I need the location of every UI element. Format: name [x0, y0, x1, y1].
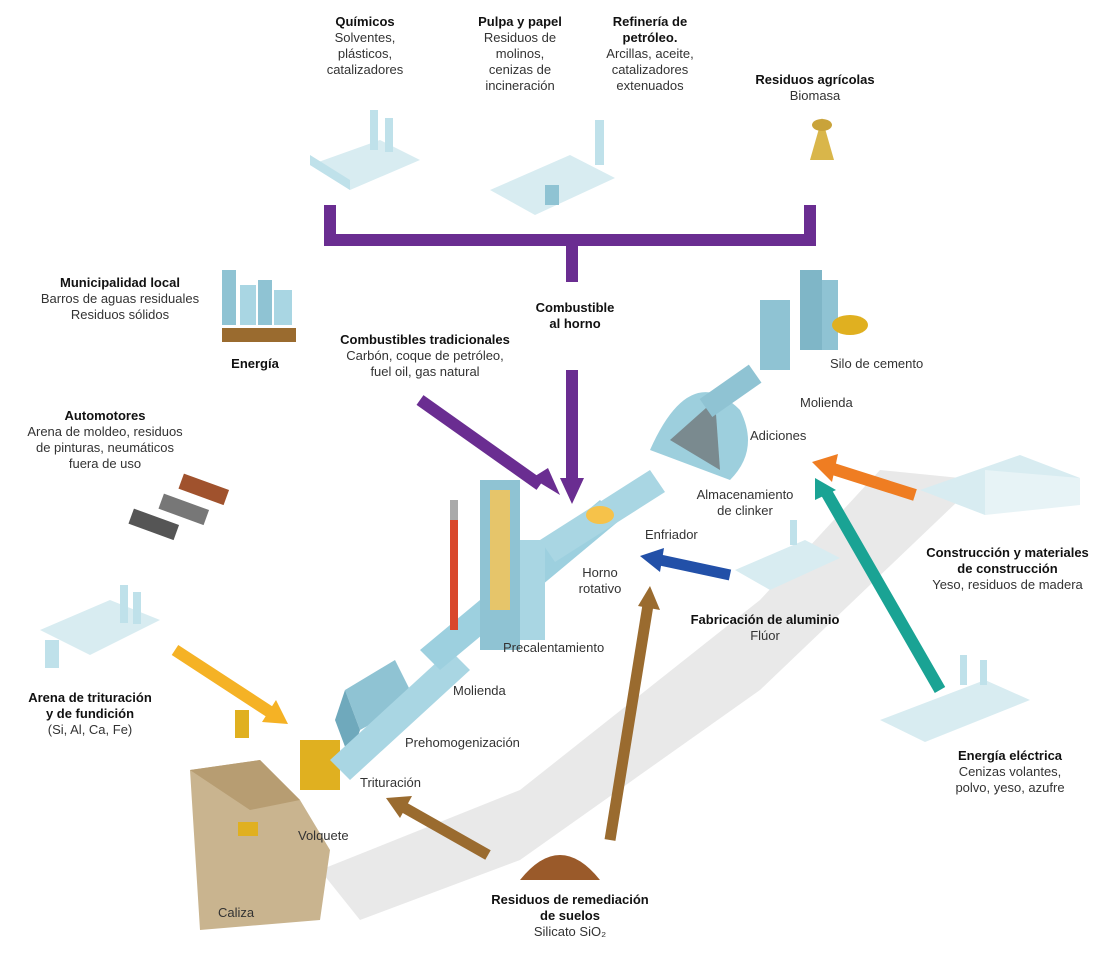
detail-tradicionales-1: Carbón, coque de petróleo,: [346, 348, 504, 363]
title-quimicos: Químicos: [335, 14, 395, 29]
detail-pulpa-1: Residuos de: [483, 30, 557, 45]
factory-construccion-icon: [920, 455, 1080, 515]
title-refineria-1: Refinería de: [612, 14, 688, 29]
step-trituracion: Trituración: [360, 775, 421, 790]
title-electrica: Energía eléctrica: [957, 748, 1063, 763]
arrow-electrica: [815, 478, 946, 693]
label-combustible: Combustible al horno: [520, 300, 630, 332]
detail-quimicos-2: plásticos,: [337, 46, 393, 61]
title-aluminio: Fabricación de aluminio: [690, 612, 840, 627]
step-enfriador: Enfriador: [645, 527, 698, 542]
detail-automotores-3: fuera de uso: [68, 456, 142, 471]
biomass-icon: [810, 118, 834, 160]
step-almacenamiento-2: de clinker: [717, 503, 773, 518]
step-volquete: Volquete: [298, 828, 349, 843]
factory-pulpa-icon: [490, 120, 615, 215]
preheater-tower: [450, 480, 545, 650]
title-energia: Energía: [231, 356, 279, 371]
detail-suelos-1: Silicato SiO₂: [533, 924, 607, 939]
step-prehomogenizacion: Prehomogenización: [405, 735, 520, 750]
detail-aluminio-1: Flúor: [750, 628, 780, 643]
step-molienda: Molienda: [453, 683, 506, 698]
ground-shadow: [320, 470, 980, 920]
factory-quimicos-icon: [310, 110, 420, 190]
detail-agricolas-1: Biomasa: [789, 88, 841, 103]
detail-quimicos-1: Solventes,: [334, 30, 396, 45]
label-construccion: Construcción y materiales de construcció…: [915, 545, 1100, 593]
city-icon: [222, 270, 296, 342]
label-suelos: Residuos de remediación de suelos Silica…: [470, 892, 670, 940]
title-suelos-2: de suelos: [540, 908, 600, 923]
detail-refineria-3: extenuados: [616, 78, 684, 93]
detail-refineria-2: catalizadores: [611, 62, 689, 77]
arrow-aluminio: [640, 548, 732, 581]
label-automotores: Automotores Arena de moldeo, residuos de…: [10, 408, 200, 472]
title-arena-2: y de fundición: [45, 706, 135, 721]
label-electrica: Energía eléctrica Cenizas volantes, polv…: [935, 748, 1085, 796]
title-arena-1: Arena de trituración: [28, 690, 152, 705]
arrow-arena: [171, 644, 288, 724]
factory-electrica-icon: [880, 655, 1030, 742]
label-municipalidad: Municipalidad local Barros de aguas resi…: [20, 275, 220, 323]
title-construccion-2: de construcción: [957, 561, 1058, 576]
quarry-illustration: [190, 710, 330, 930]
cement-mill-silo: [699, 270, 868, 418]
title-suelos-1: Residuos de remediación: [491, 892, 649, 907]
combustible-line-1: Combustible: [535, 300, 615, 315]
title-tradicionales: Combustibles tradicionales: [340, 332, 510, 347]
label-pulpa: Pulpa y papel Residuos de molinos, ceniz…: [460, 14, 580, 94]
label-energia: Energía: [215, 356, 295, 372]
tradicional-arrowhead: [532, 468, 560, 495]
detail-quimicos-3: catalizadores: [326, 62, 404, 77]
combustible-arrowhead: [560, 478, 584, 504]
combustible-line-2: al horno: [549, 316, 601, 331]
arrow-suelos-horno: [604, 586, 660, 841]
detail-tradicionales-2: fuel oil, gas natural: [370, 364, 480, 379]
step-almacenamiento-1: Almacenamiento: [696, 487, 794, 502]
factory-aluminio-icon: [735, 520, 840, 590]
title-refineria-2: petróleo.: [622, 30, 678, 45]
title-municipalidad: Municipalidad local: [60, 275, 180, 290]
arrow-suelos-volquete: [386, 796, 491, 860]
detail-municipalidad-1: Barros de aguas residuales: [40, 291, 200, 306]
label-agricolas: Residuos agrícolas Biomasa: [740, 72, 890, 104]
title-pulpa: Pulpa y papel: [478, 14, 562, 29]
detail-automotores-1: Arena de moldeo, residuos: [27, 424, 183, 439]
factory-arena-icon: [40, 585, 160, 668]
label-refineria: Refinería de petróleo. Arcillas, aceite,…: [585, 14, 715, 94]
rotary-kiln: [540, 470, 665, 562]
step-horno-1: Horno: [582, 565, 618, 580]
detail-construccion-1: Yeso, residuos de madera: [932, 577, 1083, 592]
detail-refineria-1: Arcillas, aceite,: [606, 46, 694, 61]
title-automotores: Automotores: [64, 408, 146, 423]
detail-pulpa-2: molinos,: [495, 46, 545, 61]
trucks-icon: [128, 473, 230, 541]
label-quimicos: Químicos Solventes, plásticos, catalizad…: [300, 14, 430, 78]
detail-arena-1: (Si, Al, Ca, Fe): [47, 722, 133, 737]
step-adiciones: Adiciones: [750, 428, 807, 443]
detail-pulpa-3: cenizas de: [488, 62, 552, 77]
title-agricolas: Residuos agrícolas: [755, 72, 875, 87]
step-molienda-top: Molienda: [800, 395, 853, 410]
detail-pulpa-4: incineración: [485, 78, 555, 93]
title-construccion-1: Construcción y materiales: [926, 545, 1089, 560]
step-horno: Horno rotativo: [565, 565, 635, 597]
detail-automotores-2: de pinturas, neumáticos: [35, 440, 175, 455]
clinker-storage: [650, 392, 748, 480]
step-silo: Silo de cemento: [830, 356, 924, 371]
combustible-bracket: [324, 205, 816, 490]
label-aluminio: Fabricación de aluminio Flúor: [680, 612, 850, 644]
label-tradicionales: Combustibles tradicionales Carbón, coque…: [325, 332, 525, 380]
step-horno-2: rotativo: [578, 581, 622, 596]
detail-electrica-2: polvo, yeso, azufre: [955, 780, 1065, 795]
soil-pile-icon: [520, 855, 600, 880]
detail-municipalidad-2: Residuos sólidos: [70, 307, 170, 322]
step-precalentamiento: Precalentamiento: [503, 640, 605, 655]
step-caliza: Caliza: [218, 905, 255, 920]
step-almacenamiento: Almacenamiento de clinker: [690, 487, 800, 519]
arrow-construccion: [812, 454, 917, 501]
label-arena: Arena de trituración y de fundición (Si,…: [10, 690, 170, 738]
detail-electrica-1: Cenizas volantes,: [958, 764, 1062, 779]
